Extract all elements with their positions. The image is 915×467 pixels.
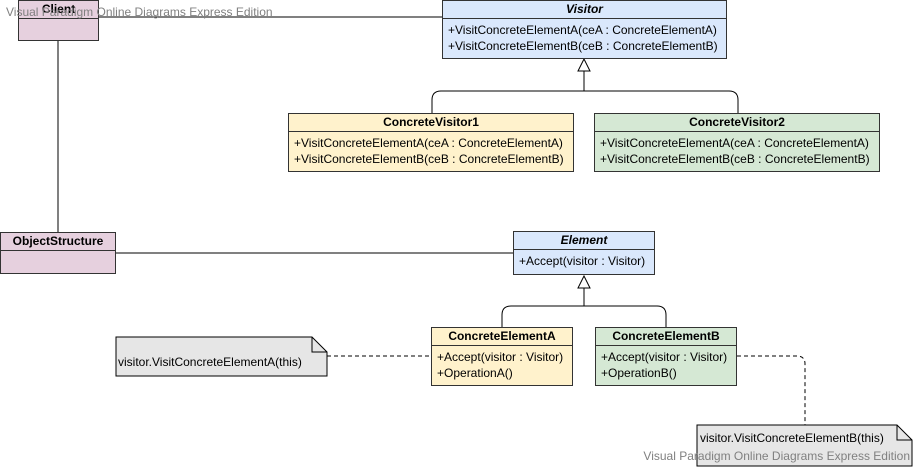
generalization-arrowhead-element	[577, 274, 591, 289]
class-client[interactable]: Client	[18, 0, 99, 41]
class-visitor-name: Visitor	[443, 1, 726, 19]
class-client-name: Client	[19, 1, 98, 19]
watermark-bottom: Visual Paradigm Online Diagrams Express …	[643, 449, 910, 463]
note-b-anchor	[737, 355, 806, 425]
class-object-structure[interactable]: ObjectStructure	[0, 232, 116, 274]
concrete-visitor1-op-a: +VisitConcreteElementA(ceA : ConcreteEle…	[294, 136, 563, 150]
generalization-concrete-elements	[501, 288, 667, 328]
note-b-shape	[696, 424, 913, 467]
class-concrete-element-a-name: ConcreteElementA	[432, 328, 572, 346]
class-visitor[interactable]: Visitor +VisitConcreteElementA(ceA : Con…	[442, 0, 727, 59]
concrete-element-a-op-accept: +Accept(visitor : Visitor)	[437, 350, 564, 364]
concrete-element-b-op-accept: +Accept(visitor : Visitor)	[601, 350, 728, 364]
concrete-element-b-op-operation: +OperationB()	[601, 366, 677, 380]
generalization-concrete-visitors	[431, 71, 739, 113]
class-concrete-visitor1-name: ConcreteVisitor1	[289, 114, 573, 132]
class-element[interactable]: Element +Accept(visitor : Visitor)	[513, 231, 655, 275]
class-object-structure-name: ObjectStructure	[1, 233, 115, 251]
concrete-visitor1-op-b: +VisitConcreteElementB(ceB : ConcreteEle…	[294, 152, 564, 166]
generalization-arrowhead-visitor	[577, 57, 591, 72]
note-a-text: visitor.VisitConcreteElementA(this)	[118, 355, 302, 369]
note-a-shape	[115, 336, 328, 377]
element-op-accept: +Accept(visitor : Visitor)	[519, 254, 646, 268]
class-element-name: Element	[514, 232, 654, 250]
class-concrete-element-b-name: ConcreteElementB	[596, 328, 736, 346]
class-concrete-element-b[interactable]: ConcreteElementB +Accept(visitor : Visit…	[595, 327, 737, 386]
note-b-text: visitor.VisitConcreteElementB(this)	[700, 431, 884, 445]
class-concrete-visitor2[interactable]: ConcreteVisitor2 +VisitConcreteElementA(…	[594, 113, 880, 172]
concrete-element-a-op-operation: +OperationA()	[437, 366, 513, 380]
visitor-op-b: +VisitConcreteElementB(ceB : ConcreteEle…	[448, 39, 718, 53]
watermark-top: Visual Paradigm Online Diagrams Express …	[6, 5, 273, 19]
class-concrete-visitor2-name: ConcreteVisitor2	[595, 114, 879, 132]
visitor-op-a: +VisitConcreteElementA(ceA : ConcreteEle…	[448, 23, 717, 37]
concrete-visitor2-op-a: +VisitConcreteElementA(ceA : ConcreteEle…	[600, 136, 869, 150]
class-concrete-element-a[interactable]: ConcreteElementA +Accept(visitor : Visit…	[431, 327, 573, 386]
concrete-visitor2-op-b: +VisitConcreteElementB(ceB : ConcreteEle…	[600, 152, 870, 166]
class-concrete-visitor1[interactable]: ConcreteVisitor1 +VisitConcreteElementA(…	[288, 113, 574, 172]
